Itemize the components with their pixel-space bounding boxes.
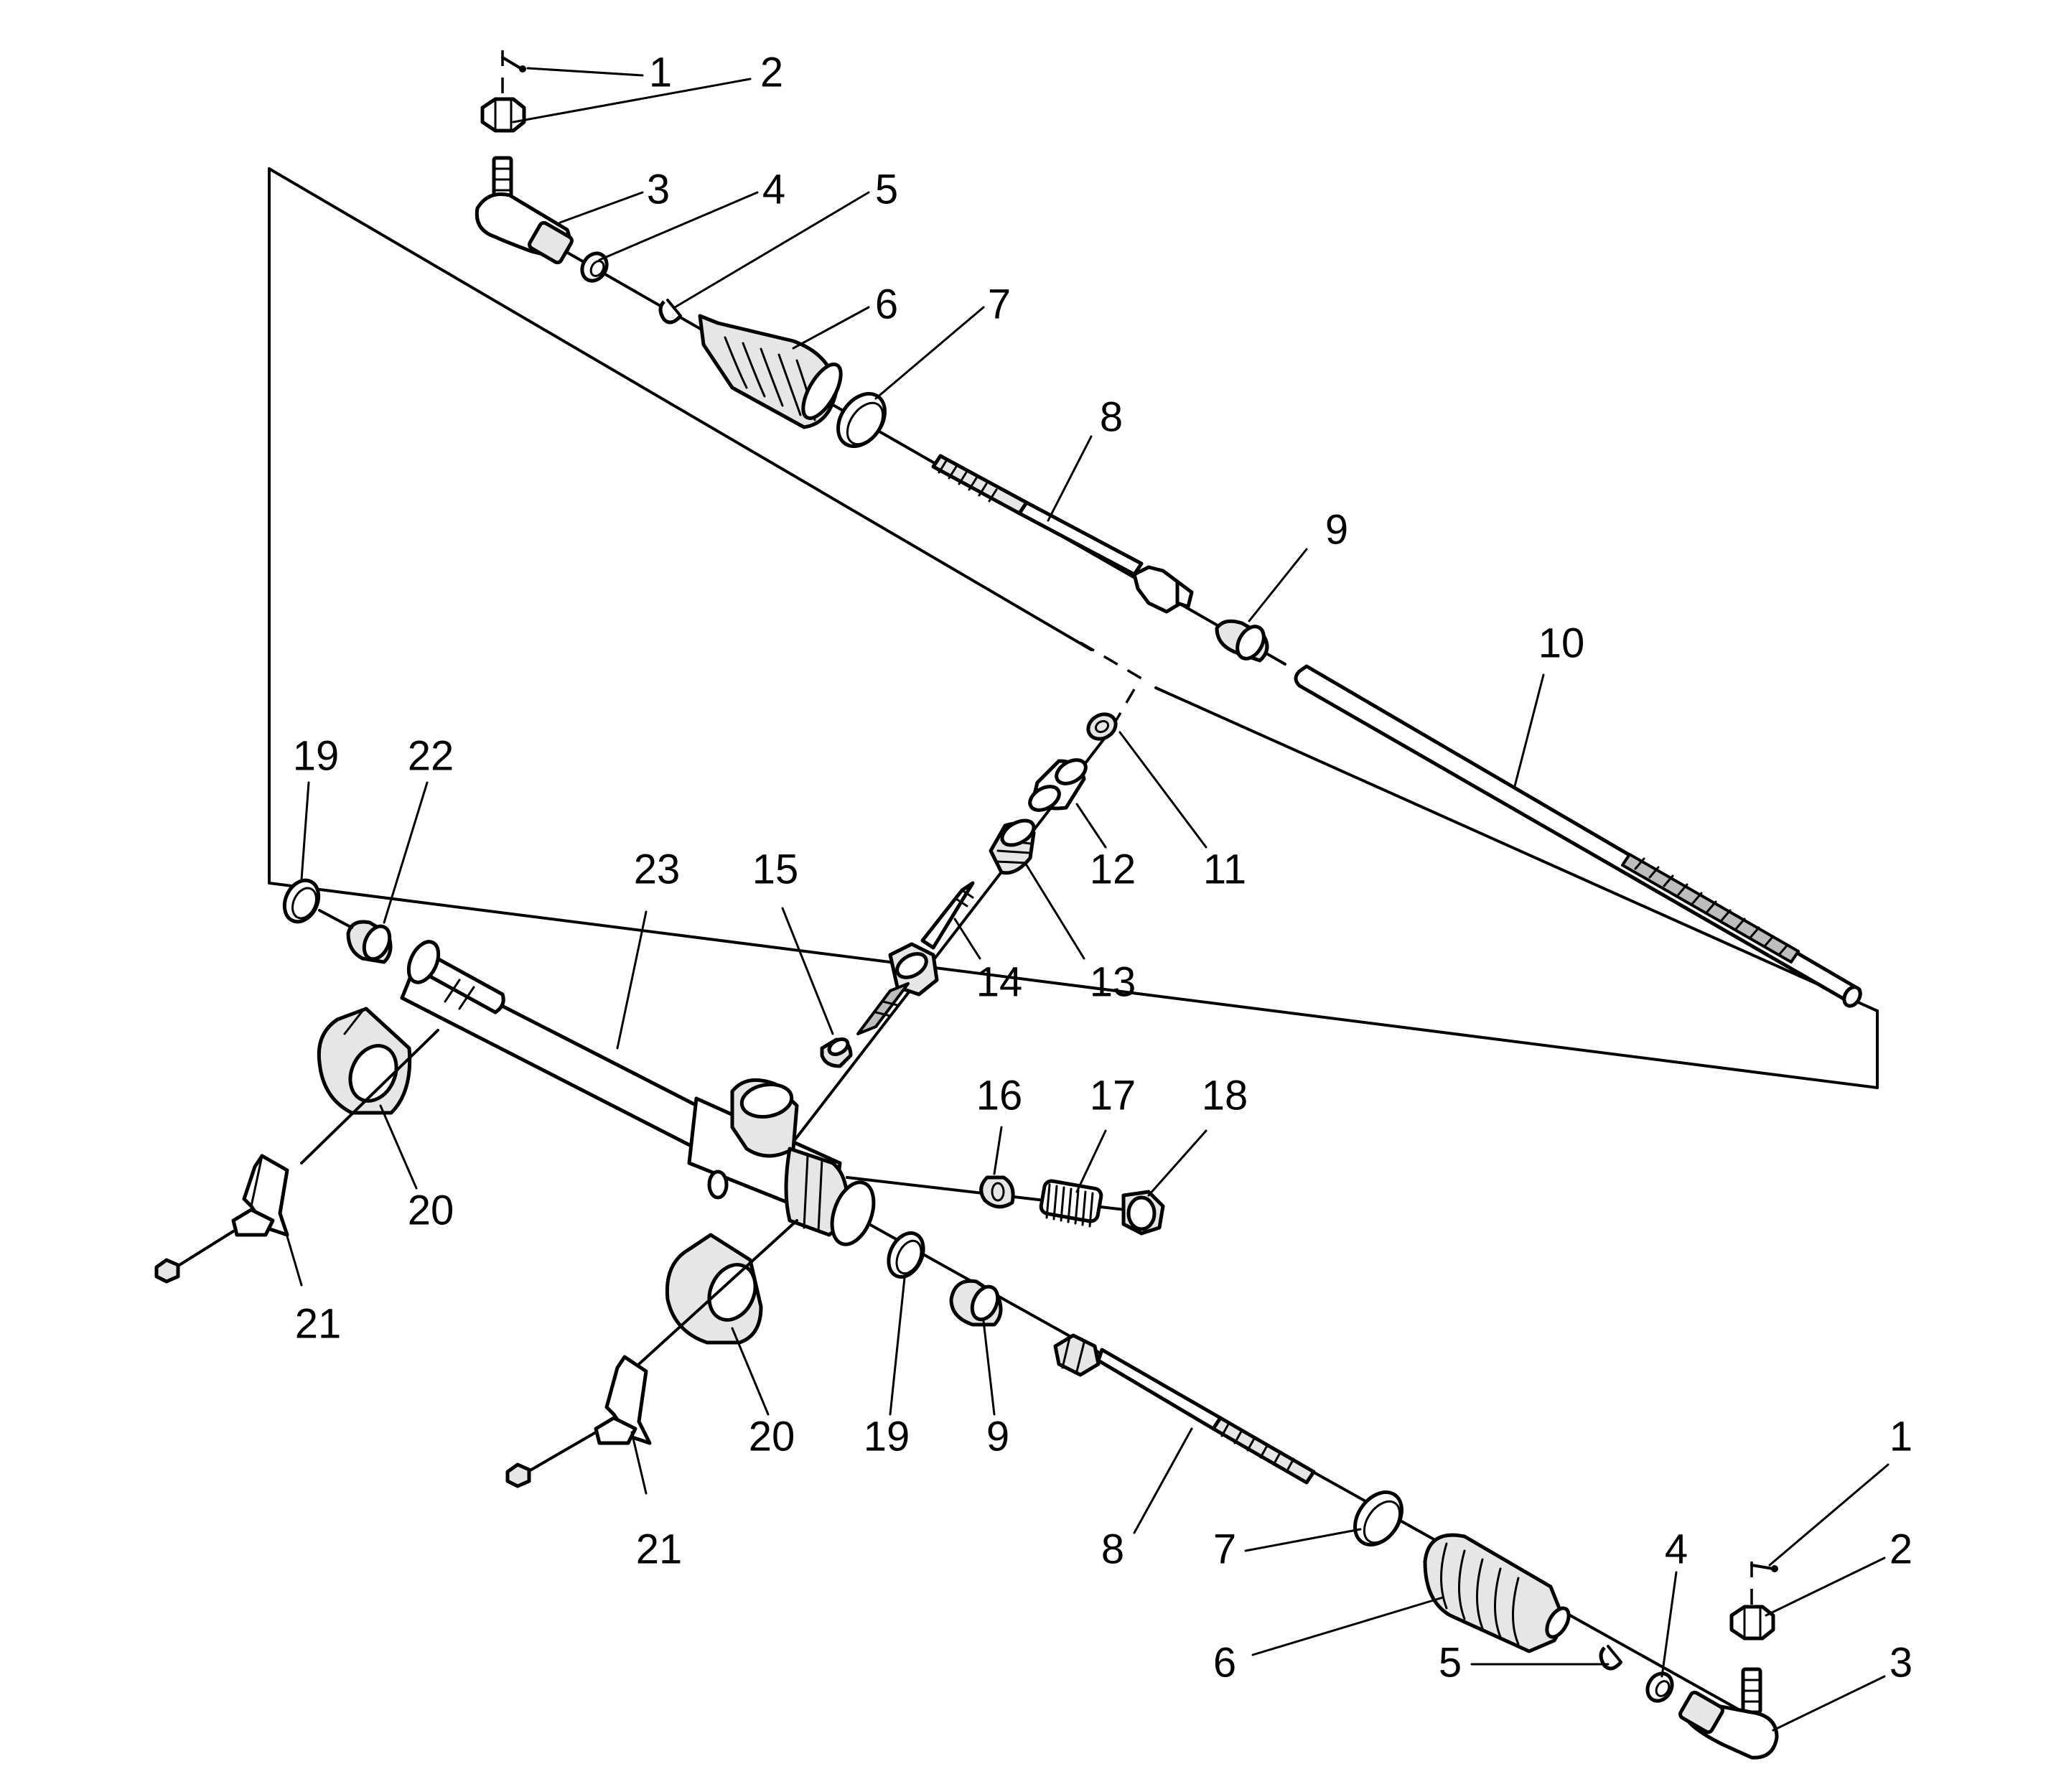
label-p20b: 20	[749, 1413, 795, 1460]
right-bolt-shape	[505, 1431, 597, 1488]
label-p12: 12	[1090, 846, 1136, 892]
inner-tie-rod-shape	[931, 454, 1194, 614]
label-p7b: 7	[1213, 1526, 1236, 1572]
label-p21a: 21	[295, 1300, 342, 1347]
castle-nut-shape	[480, 97, 526, 133]
label-p19a: 19	[293, 732, 340, 779]
label-p4b: 4	[1665, 1526, 1688, 1572]
label-p10: 10	[1538, 620, 1585, 666]
left-insulator-shape	[317, 1007, 412, 1115]
gear-housing-shape	[400, 940, 876, 1246]
label-p13: 13	[1090, 958, 1136, 1005]
label-p11: 11	[1203, 846, 1246, 892]
label-p4a: 4	[762, 166, 785, 213]
label-p2b: 2	[1889, 1526, 1912, 1572]
right-retaining-ring-shape	[887, 1231, 925, 1279]
boot-shape	[698, 314, 843, 429]
right-tie-rod-end-shape	[1678, 1667, 1779, 1760]
label-p23: 23	[634, 846, 681, 892]
right-mount-axis	[637, 1219, 798, 1366]
rack-bushing-shape	[1215, 619, 1269, 663]
label-p8b: 8	[1101, 1526, 1124, 1572]
right-inner-tie-rod-shape	[1053, 1333, 1316, 1485]
label-p1b: 1	[1889, 1413, 1912, 1460]
label-p17: 17	[1090, 1072, 1136, 1119]
label-p21b: 21	[636, 1526, 683, 1572]
right-cotter-pin-shape	[1750, 1562, 1778, 1608]
pinion-bushing-shape	[1028, 758, 1088, 812]
label-p9a: 9	[1325, 506, 1348, 553]
label-p9b: 9	[986, 1413, 1009, 1460]
jam-nut-shape	[580, 251, 609, 283]
pinion-seal-shape	[1086, 712, 1118, 741]
right-mount-clamp-shape	[594, 1355, 652, 1445]
rack-bearing-shape	[979, 1175, 1015, 1209]
leader-lines	[282, 67, 1889, 1732]
label-p6a: 6	[875, 281, 898, 327]
pinion-shaft-shape	[856, 881, 975, 1035]
large-clamp-shape	[836, 392, 887, 448]
left-bolt-shape	[154, 1230, 235, 1284]
label-p16: 16	[976, 1072, 1023, 1119]
label-p6b: 6	[1213, 1639, 1236, 1686]
left-mount-axis	[300, 1029, 439, 1165]
label-p5b: 5	[1439, 1639, 1462, 1686]
right-boot-shape	[1423, 1533, 1571, 1653]
pinion-bearing-shape	[989, 818, 1036, 875]
label-p2a: 2	[760, 49, 783, 95]
adjuster-plug-shape	[1121, 1190, 1165, 1236]
label-p14: 14	[976, 958, 1023, 1005]
rack-shape	[1294, 664, 1862, 1008]
cotter-pin-shape	[501, 50, 526, 108]
inner-rack-bushing-shape	[346, 920, 393, 964]
small-clamp-shape	[658, 299, 682, 325]
callout-labels: 1 2 3 4 5 6 7 8 9 10 11 12 13 14 15 16 1…	[293, 49, 1912, 1686]
label-p3b: 3	[1889, 1639, 1912, 1686]
label-p18: 18	[1202, 1072, 1248, 1119]
label-p8a: 8	[1100, 393, 1123, 440]
label-p20a: 20	[408, 1187, 454, 1233]
adjuster-spring-shape	[1039, 1179, 1103, 1228]
rack-teeth	[1634, 857, 1789, 956]
label-p3a: 3	[647, 166, 670, 213]
right-large-clamp-shape	[1353, 1490, 1403, 1546]
label-p1a: 1	[649, 49, 672, 95]
left-mount-clamp-shape	[231, 1154, 289, 1237]
right-jam-nut-shape	[1645, 1671, 1674, 1703]
label-p19b: 19	[864, 1413, 910, 1460]
left-retaining-ring-shape	[282, 878, 321, 924]
label-p15: 15	[752, 846, 799, 892]
label-p22: 22	[408, 732, 454, 779]
label-p5a: 5	[875, 166, 898, 213]
tie-rod-end-shape	[475, 156, 574, 265]
left-axis-line	[318, 909, 353, 929]
right-castle-nut-shape	[1729, 1605, 1775, 1641]
assembly-frame	[268, 167, 1879, 1089]
lower-bearing-shape	[820, 1037, 853, 1068]
label-p7a: 7	[988, 281, 1011, 327]
right-rack-bushing-shape	[949, 1279, 1003, 1327]
